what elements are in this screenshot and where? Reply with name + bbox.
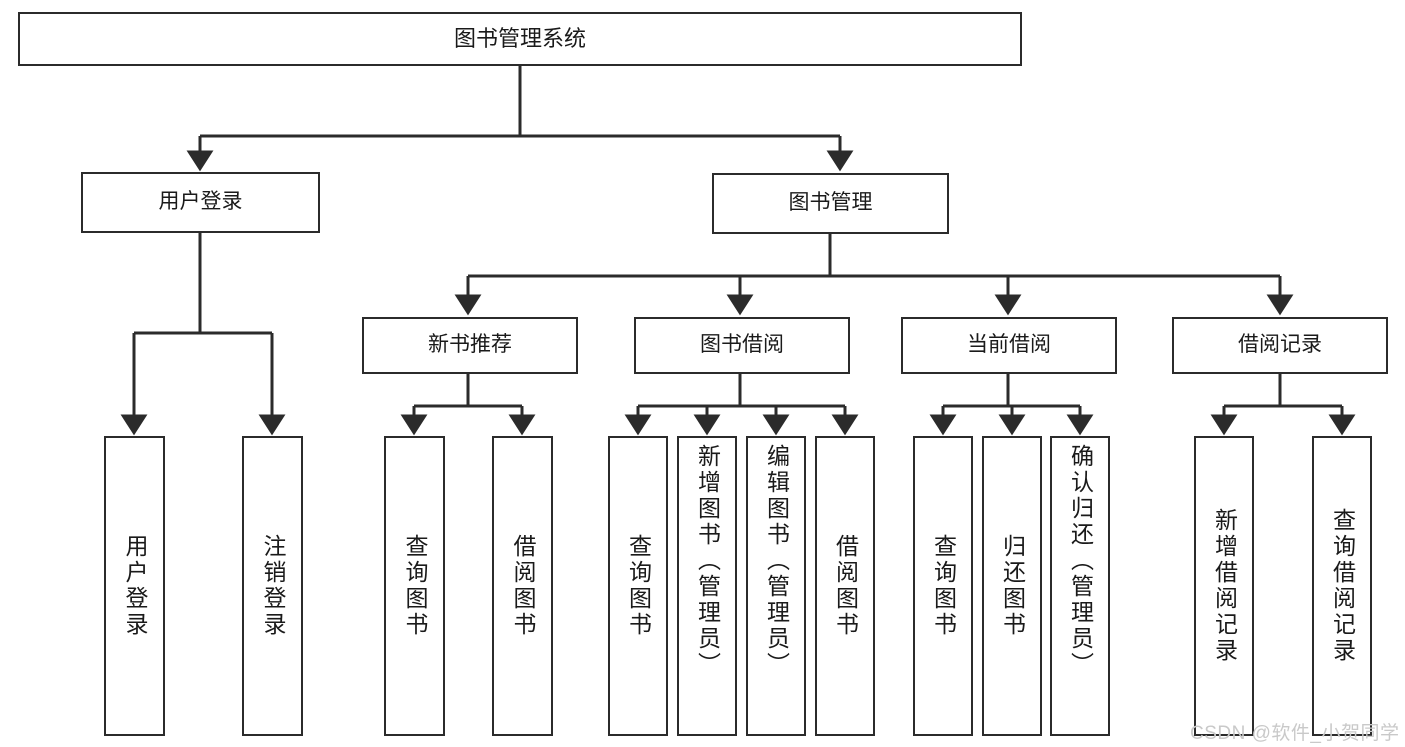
leaf-edit-book-admin[interactable]: 编辑图书（管理员） <box>746 436 806 736</box>
node-label: 用户登录 <box>122 534 148 638</box>
leaf-query-book-borrow[interactable]: 查询图书 <box>608 436 668 736</box>
leaf-add-borrow-record[interactable]: 新增借阅记录 <box>1194 436 1254 736</box>
node-label: 查询图书 <box>402 534 428 638</box>
leaf-borrow-book[interactable]: 借阅图书 <box>815 436 875 736</box>
node-book-borrow[interactable]: 图书借阅 <box>634 317 850 374</box>
node-user-login[interactable]: 用户登录 <box>81 172 320 233</box>
leaf-logout[interactable]: 注销登录 <box>242 436 303 736</box>
node-label: 借阅记录 <box>1238 333 1322 357</box>
node-label: 新增图书（管理员） <box>694 444 721 678</box>
node-borrow-record[interactable]: 借阅记录 <box>1172 317 1388 374</box>
node-label: 新书推荐 <box>428 333 512 357</box>
leaf-add-book-admin[interactable]: 新增图书（管理员） <box>677 436 737 736</box>
node-root-system[interactable]: 图书管理系统 <box>18 12 1022 66</box>
leaf-query-book-recommend[interactable]: 查询图书 <box>384 436 445 736</box>
node-label: 查询图书 <box>625 534 652 638</box>
leaf-query-book-current[interactable]: 查询图书 <box>913 436 973 736</box>
node-label: 归还图书 <box>999 534 1026 638</box>
node-label: 查询借阅记录 <box>1329 508 1356 664</box>
leaf-user-login[interactable]: 用户登录 <box>104 436 165 736</box>
node-label: 图书借阅 <box>700 333 784 357</box>
leaf-confirm-return-admin[interactable]: 确认归还（管理员） <box>1050 436 1110 736</box>
node-new-book-recommend[interactable]: 新书推荐 <box>362 317 578 374</box>
node-label: 编辑图书（管理员） <box>763 444 790 678</box>
node-label: 图书管理 <box>788 191 873 215</box>
leaf-query-borrow-record[interactable]: 查询借阅记录 <box>1312 436 1372 736</box>
node-label: 确认归还（管理员） <box>1067 444 1094 678</box>
leaf-return-book[interactable]: 归还图书 <box>982 436 1042 736</box>
node-label: 当前借阅 <box>967 333 1051 357</box>
node-current-borrow[interactable]: 当前借阅 <box>901 317 1117 374</box>
leaf-borrow-book-recommend[interactable]: 借阅图书 <box>492 436 553 736</box>
node-label: 查询图书 <box>930 534 957 638</box>
watermark: CSDN @软件_小贺同学 <box>1190 723 1400 744</box>
node-label: 借阅图书 <box>510 534 536 638</box>
node-book-management[interactable]: 图书管理 <box>712 173 949 234</box>
node-label: 新增借阅记录 <box>1211 508 1238 664</box>
node-label: 借阅图书 <box>832 534 859 638</box>
node-label: 图书管理系统 <box>453 26 586 52</box>
node-label: 注销登录 <box>260 534 286 638</box>
node-label: 用户登录 <box>158 190 243 214</box>
